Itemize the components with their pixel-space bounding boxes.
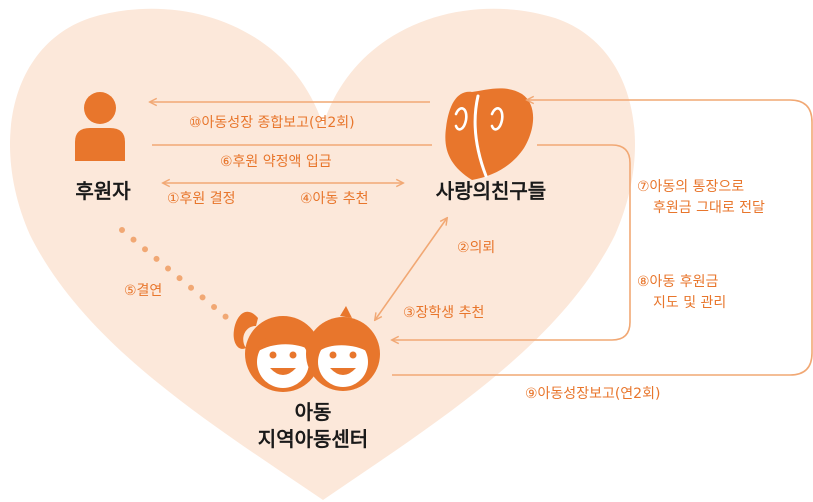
flow-label-8-line1: ⑧아동 후원금 <box>637 274 719 290</box>
flow-label-6: ⑥후원 약정액 입금 <box>220 154 332 170</box>
child-label: 아동 <box>294 400 332 424</box>
organization-label: 사랑의친구들 <box>435 179 547 203</box>
heart-face-icon <box>445 88 534 180</box>
flow-label-8-line2: 지도 및 관리 <box>653 295 727 311</box>
flow-label-2: ②의뢰 <box>457 240 496 256</box>
flow-label-9: ⑨아동성장보고(연2회) <box>525 386 661 402</box>
flow-label-5: ⑤결연 <box>124 283 163 299</box>
flow-label-7-line2: 후원금 그대로 전달 <box>653 200 765 216</box>
flow-arrow-7-8 <box>392 144 631 340</box>
flow-label-1: ①후원 결정 <box>167 191 236 207</box>
person-icon <box>75 92 125 161</box>
flow-dots-5 <box>119 227 235 325</box>
flow-arrow-9 <box>392 100 813 376</box>
sponsor-label: 후원자 <box>75 179 131 203</box>
flow-label-4: ④아동 추천 <box>300 191 369 207</box>
children-faces-icon <box>233 306 380 392</box>
flow-label-3: ③장학생 추천 <box>403 305 485 321</box>
flow-label-7-line1: ⑦아동의 통장으로 <box>637 179 745 195</box>
flow-arrow-2-3 <box>375 218 447 320</box>
center-label: 지역아동센터 <box>257 427 369 451</box>
flow-label-10: ⑩아동성장 종합보고(연2회) <box>189 115 355 131</box>
